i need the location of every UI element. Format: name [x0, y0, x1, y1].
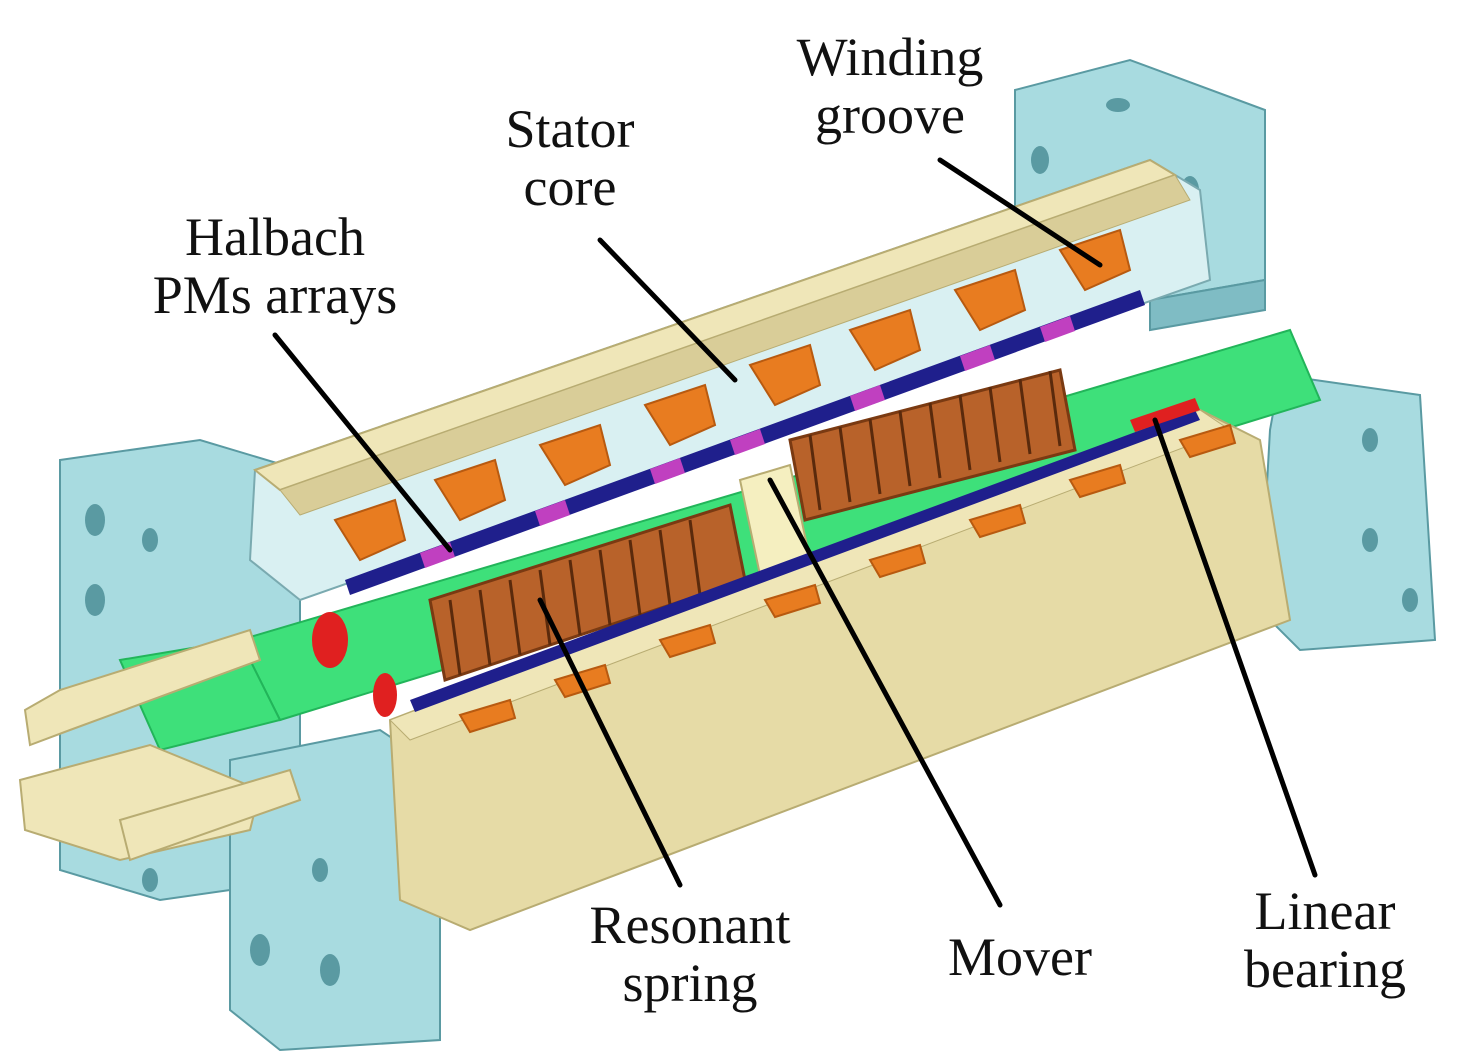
label-resonant-line1: Resonant — [589, 895, 791, 955]
label-mover-line1: Mover — [948, 927, 1092, 987]
leader-winding-groove — [937, 157, 1103, 268]
lower-coils — [458, 423, 1237, 734]
leader-mover — [767, 477, 1003, 908]
lower-stator — [388, 398, 1292, 932]
upper-coils — [333, 228, 1132, 562]
label-mover: Mover — [915, 928, 1125, 986]
label-winding-line2: groove — [815, 85, 965, 145]
label-winding-groove: Winding groove — [760, 28, 1020, 144]
label-winding-line1: Winding — [796, 27, 984, 87]
bearing-rings — [312, 612, 397, 717]
leader-halbach — [272, 332, 453, 553]
label-halbach-line2: PMs arrays — [152, 265, 398, 325]
leader-lines — [272, 157, 1318, 908]
leader-stator-core — [597, 237, 738, 383]
label-stator-core: Stator core — [470, 100, 670, 216]
label-resonant-line2: spring — [622, 953, 758, 1013]
label-linear-line1: Linear — [1254, 881, 1396, 941]
label-stator-line1: Stator — [505, 99, 635, 159]
leader-resonant-spring — [537, 597, 683, 888]
resonant-springs — [428, 368, 1077, 682]
leader-linear-bearing — [1152, 417, 1318, 878]
label-linear-bearing: Linear bearing — [1205, 882, 1445, 998]
label-halbach-line1: Halbach — [185, 207, 365, 267]
label-linear-line2: bearing — [1244, 939, 1406, 999]
label-resonant-spring: Resonant spring — [545, 896, 835, 1012]
label-stator-line2: core — [523, 157, 617, 217]
shaft-ends — [18, 628, 302, 862]
label-halbach-pms-arrays: Halbach PMs arrays — [100, 208, 450, 324]
